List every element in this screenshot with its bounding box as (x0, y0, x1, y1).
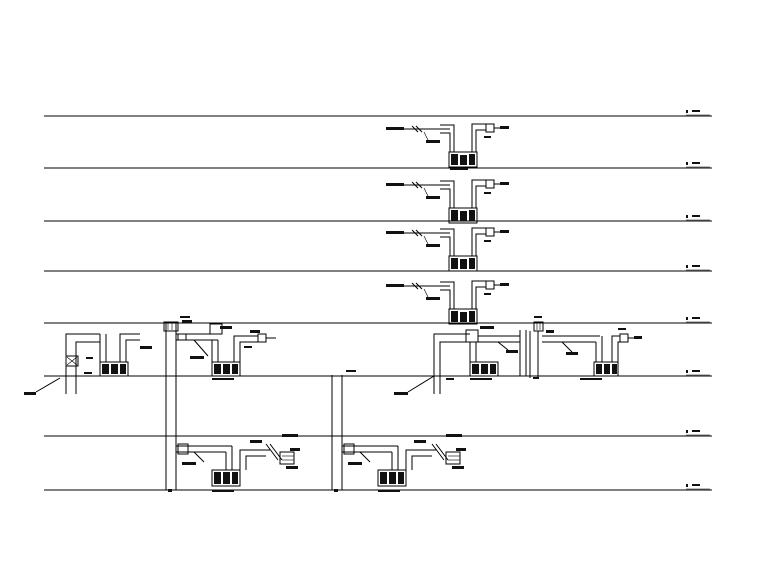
floor-lines (44, 115, 712, 491)
elevation-marker (686, 215, 710, 221)
unit-floor6-left (24, 333, 152, 395)
elevation-marker (686, 162, 710, 168)
elevation-marker (686, 484, 710, 490)
unit-floor6-center (394, 326, 527, 395)
unit-floor6-right (542, 328, 642, 380)
unit-floor8-left (176, 434, 300, 492)
unit-floor8-middle (342, 434, 466, 492)
elevation-markers (686, 110, 710, 490)
shaft-tags (180, 316, 542, 372)
upper-unit-floor-d (386, 280, 509, 325)
elevation-marker (686, 110, 710, 116)
shaft-left-cap (163, 321, 179, 332)
elevation-marker (686, 265, 710, 271)
upper-unit-floor-b (386, 179, 509, 224)
vertical-shafts (163, 321, 544, 492)
elevation-marker (686, 317, 710, 323)
elevation-marker (686, 430, 710, 436)
unit-floor6-middle (176, 320, 276, 380)
upper-unit-floor-a (386, 123, 509, 170)
upper-unit-floor-c (386, 227, 509, 272)
elevation-marker (686, 370, 710, 376)
